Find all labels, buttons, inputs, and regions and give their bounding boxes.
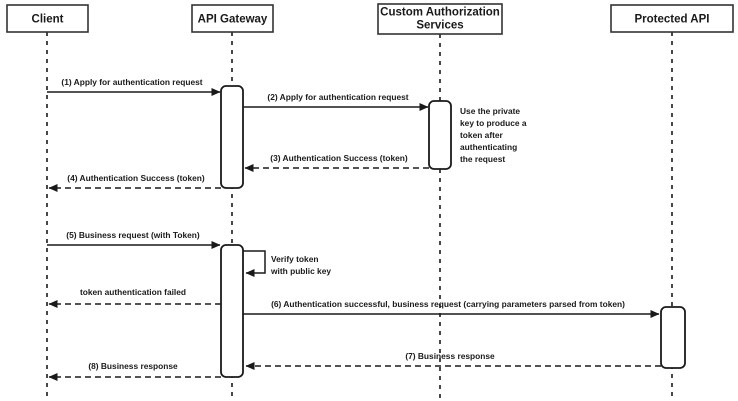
participant-label-api-gateway: API Gateway bbox=[198, 14, 268, 26]
note-private-key-line-3: token after bbox=[460, 130, 504, 140]
message-6-label: (6) Authentication successful, business … bbox=[271, 299, 625, 309]
message-self-verify-token[interactable]: Verify token with public key bbox=[243, 250, 331, 277]
message-2-label: (2) Apply for authentication request bbox=[267, 92, 408, 102]
message-2[interactable]: (2) Apply for authentication request bbox=[243, 92, 429, 111]
participant-protected-api[interactable]: Protected API bbox=[610, 4, 734, 33]
message-7-label: (7) Business response bbox=[405, 351, 495, 361]
participant-label-custom-auth-line2: Services bbox=[416, 20, 463, 32]
activation-api-gateway-auth[interactable] bbox=[220, 85, 244, 189]
message-8-label: (8) Business response bbox=[88, 361, 178, 371]
message-4-label: (4) Authentication Success (token) bbox=[67, 173, 205, 183]
activations-group bbox=[220, 85, 686, 378]
note-private-key: Use the private key to produce a token a… bbox=[460, 106, 527, 164]
message-3[interactable]: (3) Authentication Success (token) bbox=[244, 153, 429, 172]
lifelines-group bbox=[46, 32, 673, 398]
message-1-label: (1) Apply for authentication request bbox=[61, 77, 202, 87]
message-token-auth-failed[interactable]: token authentication failed bbox=[48, 287, 221, 308]
participant-box-protected-api[interactable] bbox=[610, 4, 734, 33]
message-6[interactable]: (6) Authentication successful, business … bbox=[243, 299, 660, 318]
activation-custom-auth[interactable] bbox=[428, 100, 452, 170]
message-5-label: (5) Business request (with Token) bbox=[66, 230, 200, 240]
participant-box-custom-auth[interactable] bbox=[377, 3, 503, 35]
message-self-verify-token-label-line2: with public key bbox=[270, 266, 331, 276]
participant-client[interactable]: Client bbox=[6, 4, 89, 33]
activation-protected-api[interactable] bbox=[660, 306, 686, 369]
participant-box-client[interactable] bbox=[6, 4, 89, 33]
participant-label-protected-api: Protected API bbox=[635, 14, 710, 26]
message-8[interactable]: (8) Business response bbox=[48, 361, 221, 381]
note-private-key-line-5: the request bbox=[460, 154, 505, 164]
note-private-key-line-2: key to produce a bbox=[460, 118, 527, 128]
message-self-verify-token-arrow bbox=[243, 250, 266, 277]
participant-label-custom-auth-line1: Custom Authorization bbox=[380, 7, 500, 19]
activation-api-gateway-business[interactable] bbox=[220, 244, 244, 378]
message-3-label: (3) Authentication Success (token) bbox=[270, 153, 408, 163]
message-1[interactable]: (1) Apply for authentication request bbox=[47, 77, 221, 96]
participant-custom-auth[interactable]: Custom Authorization Services bbox=[377, 3, 503, 35]
note-private-key-line-1: Use the private bbox=[460, 106, 520, 116]
participant-api-gateway[interactable]: API Gateway bbox=[191, 4, 274, 33]
note-private-key-line-4: authenticating bbox=[460, 142, 517, 152]
message-self-verify-token-label-line1: Verify token bbox=[271, 254, 318, 264]
participant-box-api-gateway[interactable] bbox=[191, 4, 274, 33]
message-5[interactable]: (5) Business request (with Token) bbox=[47, 230, 221, 249]
message-7[interactable]: (7) Business response bbox=[245, 351, 661, 370]
participant-label-client: Client bbox=[32, 14, 64, 26]
message-token-auth-failed-label: token authentication failed bbox=[80, 287, 186, 297]
message-4[interactable]: (4) Authentication Success (token) bbox=[48, 173, 221, 192]
